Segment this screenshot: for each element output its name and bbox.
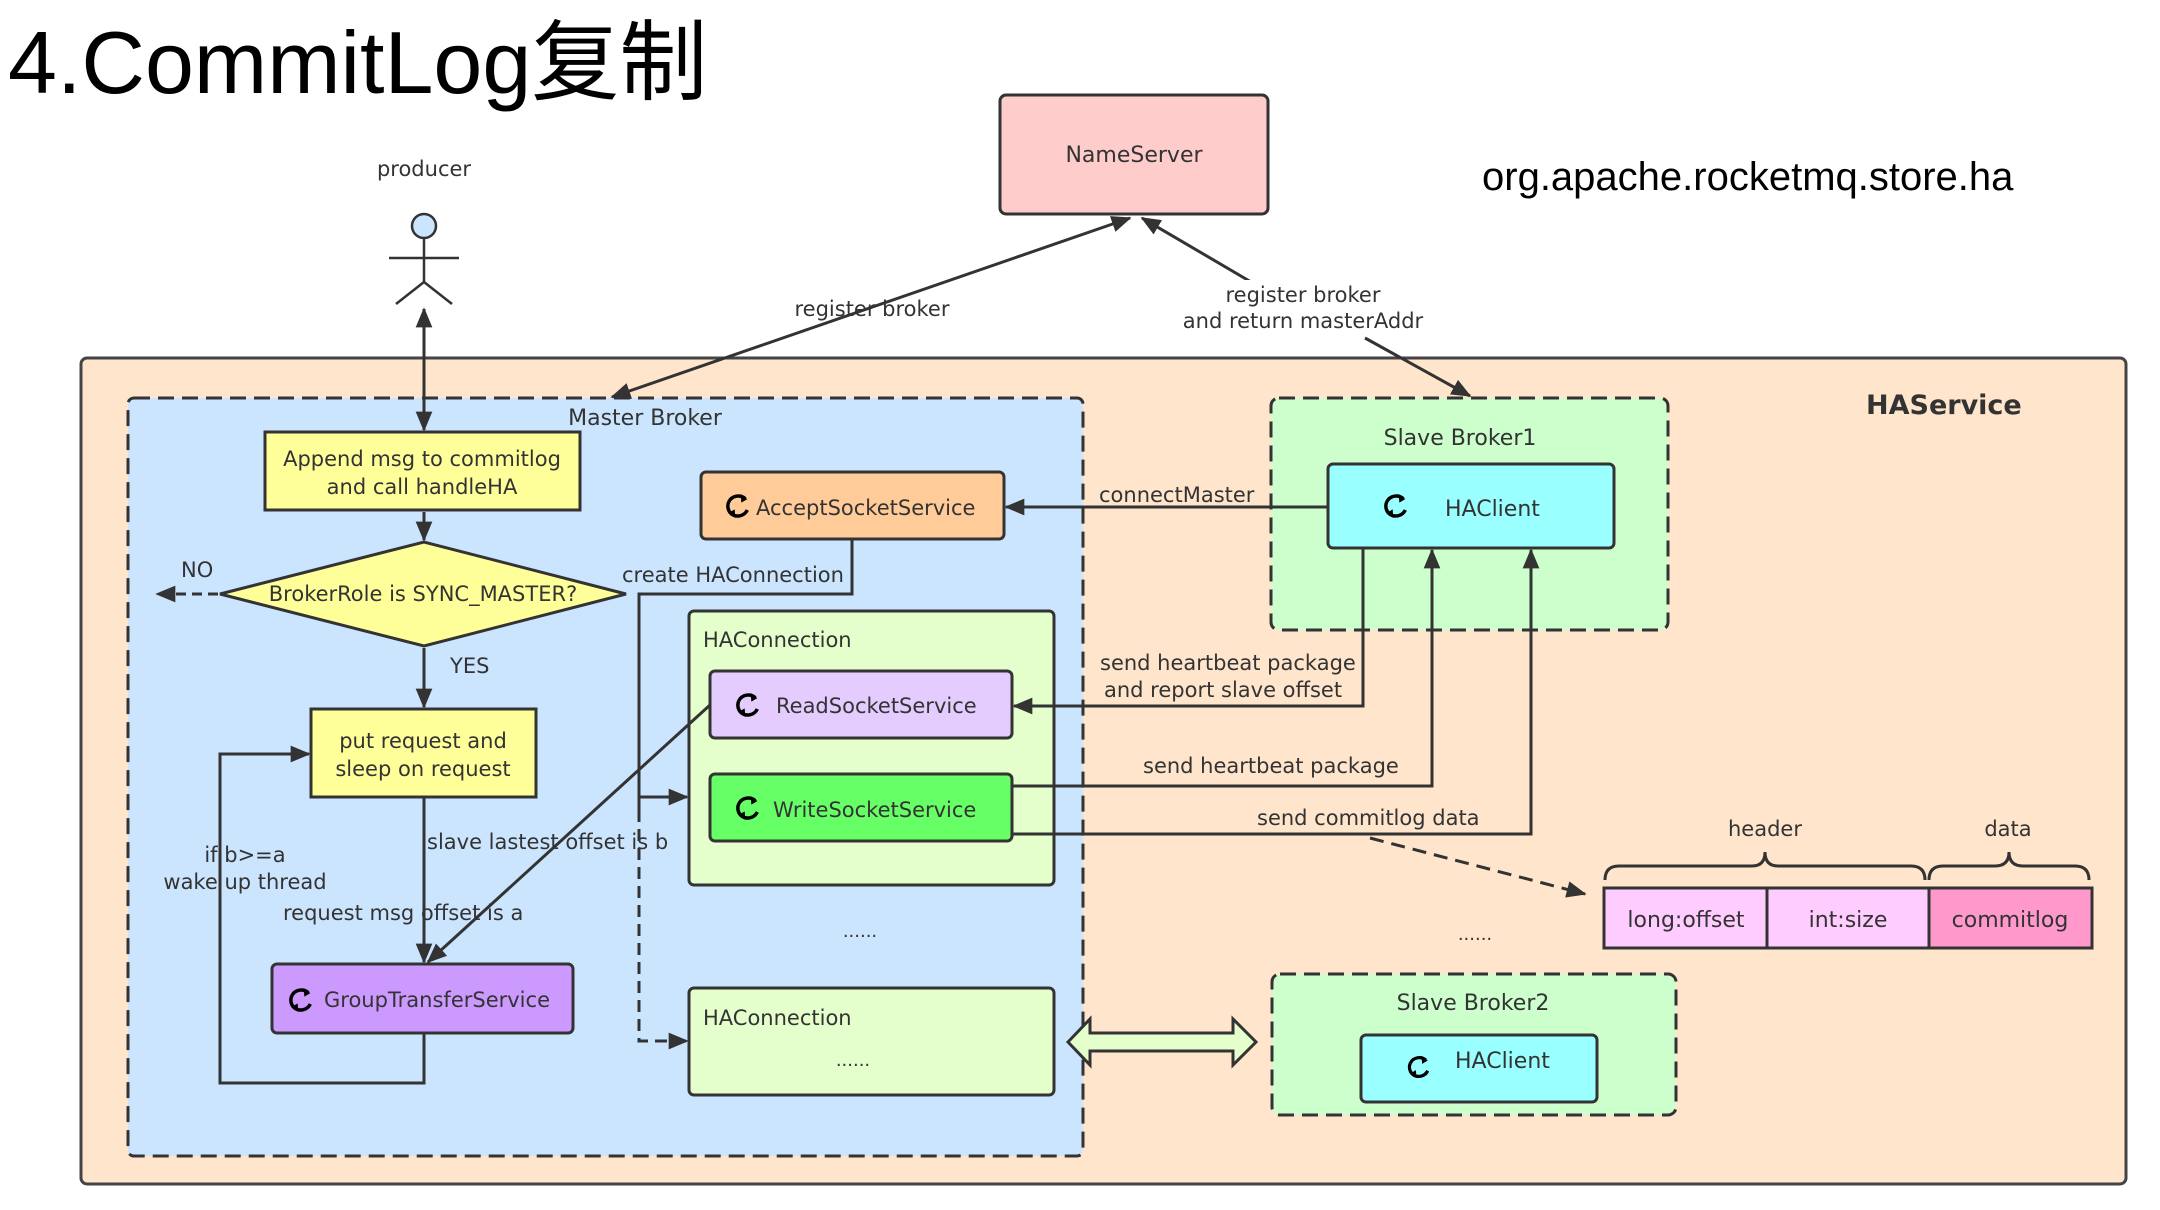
packet-structure: long:offset int:size commitlog header da…	[1602, 817, 2094, 950]
write-socket-service-box[interactable]	[708, 772, 1014, 843]
packet-cell-offset-label: long:offset	[1627, 908, 1745, 933]
append-msg-line-2: and call handleHA	[327, 475, 518, 499]
commitlog-data-arrow	[1012, 548, 1540, 836]
sync-master-decision[interactable]	[219, 540, 627, 648]
wake-condition-label-1: if b>=a	[204, 843, 285, 867]
slave-offset-label: slave lastest offset is b	[427, 830, 668, 854]
read-to-group-arrow	[426, 703, 712, 964]
report-offset-arrow	[1012, 549, 1365, 715]
read-socket-service-label: ReadSocketService	[776, 694, 977, 718]
producer-actor-icon[interactable]	[389, 212, 459, 305]
slave-register-arrow-down	[1364, 336, 1472, 398]
ha-service-label: HAService	[1866, 390, 2022, 421]
create-haconnection-label: create HAConnection	[622, 563, 844, 587]
slave-1-haclient-label: HAClient	[1445, 497, 1540, 522]
ha-connection-2-box	[687, 986, 1056, 1097]
bidirectional-connection-arrow	[1065, 1015, 1259, 1069]
put-request-line-2: sleep on request	[335, 757, 510, 781]
ha-connection-2-ellipsis: ......	[836, 1050, 870, 1071]
append-msg-box[interactable]	[263, 430, 582, 512]
decision-yes-label: YES	[449, 654, 489, 678]
packet-detail-arrow	[1369, 836, 1587, 898]
report-offset-label-2: and report slave offset	[1104, 678, 1342, 702]
register-return-label-1: register broker	[1226, 283, 1381, 307]
heartbeat-label: send heartbeat package	[1143, 754, 1399, 778]
register-return-label-2: and return masterAddr	[1183, 309, 1424, 333]
ha-connections-ellipsis: ......	[843, 921, 877, 942]
slave-register-arrow-up	[1140, 216, 1264, 291]
connectors	[155, 216, 1587, 1085]
put-request-box[interactable]	[309, 707, 538, 799]
wake-condition-label-2: wake up thread	[163, 870, 326, 894]
put-request-line-1: put request and	[339, 729, 507, 753]
slaves-ellipsis: ......	[1458, 924, 1492, 945]
packet-cell-size-label: int:size	[1809, 908, 1888, 933]
create-haconnection-line	[637, 540, 854, 810]
commitlog-data-label: send commitlog data	[1257, 806, 1480, 830]
package-name: org.apache.rocketmq.store.ha	[1482, 155, 2014, 199]
data-brace	[1927, 851, 2091, 881]
slave-broker-1-label: Slave Broker1	[1384, 426, 1537, 451]
wake-up-loop-arrow	[218, 745, 426, 1085]
packet-cell-commitlog	[1927, 886, 2094, 950]
group-transfer-service-box[interactable]	[270, 962, 575, 1035]
packet-cell-commitlog-label: commitlog	[1952, 908, 2069, 933]
master-register-arrow	[610, 216, 1132, 399]
append-msg-line-1: Append msg to commitlog	[283, 447, 561, 471]
ha-connection-2-label: HAConnection	[703, 1006, 852, 1030]
request-offset-label: request msg offset is a	[283, 901, 523, 925]
report-offset-label-1: send heartbeat package	[1100, 651, 1356, 675]
packet-cell-size	[1765, 886, 1931, 950]
packet-cell-offset	[1602, 886, 1769, 950]
page-title: 4.CommitLog复制	[8, 13, 707, 112]
header-label: header	[1728, 817, 1802, 841]
master-broker-label: Master Broker	[568, 406, 723, 431]
accept-socket-service-box[interactable]	[699, 470, 1006, 541]
ha-connection-1-label: HAConnection	[703, 628, 852, 652]
sync-master-decision-label: BrokerRole is SYNC_MASTER?	[269, 582, 577, 607]
slave-broker-2-label: Slave Broker2	[1397, 991, 1550, 1016]
register-return-label-bg	[1185, 280, 1440, 334]
group-transfer-service-label: GroupTransferService	[324, 988, 550, 1012]
connect-master-label: connectMaster	[1099, 483, 1255, 507]
header-brace	[1603, 851, 1927, 881]
heartbeat-arrow	[1012, 548, 1441, 788]
register-broker-label: register broker	[795, 297, 950, 321]
slave-2-haclient-label: HAClient	[1455, 1049, 1550, 1074]
name-server-box[interactable]	[998, 93, 1270, 216]
ha-connection-1-box	[687, 609, 1056, 887]
decision-no-label: NO	[181, 558, 213, 582]
producer-label: producer	[377, 157, 471, 181]
read-socket-service-box[interactable]	[708, 669, 1014, 740]
write-socket-service-label: WriteSocketService	[773, 798, 976, 822]
accept-socket-service-label: AcceptSocketService	[756, 496, 975, 520]
data-label: data	[1984, 817, 2031, 841]
slave-2-haclient-box[interactable]	[1359, 1033, 1599, 1104]
create-haconnection-arrow-2	[637, 810, 689, 1050]
name-server-label: NameServer	[1065, 143, 1203, 168]
